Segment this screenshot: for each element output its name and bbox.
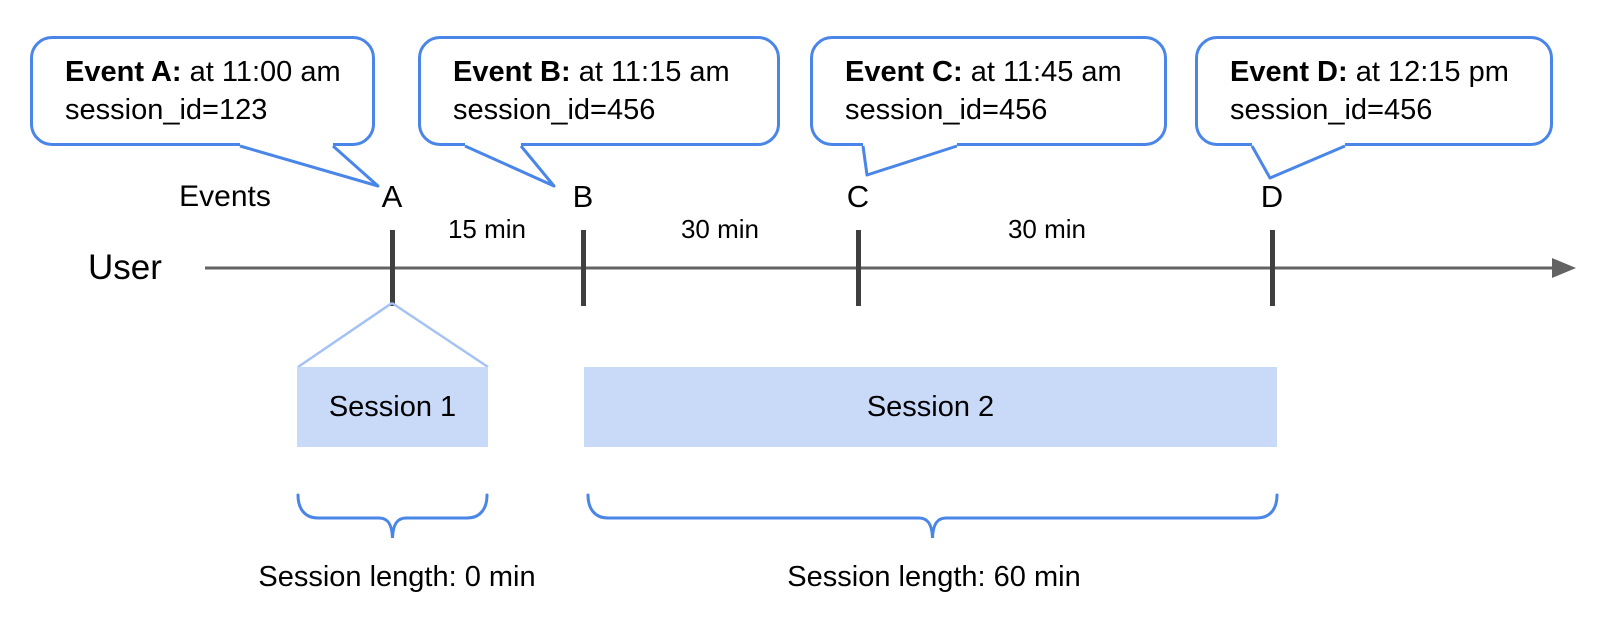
session-2-brace-icon — [586, 493, 1279, 539]
user-row-label: User — [88, 248, 162, 287]
event-marker-b: B — [572, 179, 594, 214]
event-tick-d — [1270, 230, 1275, 306]
callout-event-c: Event C: at 11:45 am session_id=456 — [810, 36, 1167, 146]
session-1-funnel-lines — [297, 301, 489, 369]
event-marker-d: D — [1260, 179, 1284, 214]
events-row-label: Events — [179, 180, 271, 213]
callout-event-b-title: Event B: — [453, 56, 571, 88]
callout-event-d-title: Event D: — [1230, 56, 1348, 88]
callout-event-d-line1: Event D: at 12:15 pm — [1230, 53, 1550, 91]
callout-tail-d-icon — [1250, 142, 1346, 180]
callout-event-c-title: Event C: — [845, 56, 963, 88]
event-marker-c: C — [846, 179, 870, 214]
callout-tail-b-icon — [464, 142, 556, 188]
interval-label-c-d: 30 min — [1007, 214, 1087, 244]
event-tick-a — [390, 230, 395, 306]
callout-event-d-time: at 12:15 pm — [1347, 56, 1509, 88]
callout-event-c-session-id: session_id=456 — [845, 94, 1048, 126]
callout-event-a-session-id: session_id=123 — [65, 94, 268, 126]
callout-event-a: Event A: at 11:00 am session_id=123 — [30, 36, 375, 146]
callout-tail-c-icon — [861, 142, 958, 177]
callout-event-a-title: Event A: — [65, 56, 182, 88]
event-tick-b — [581, 230, 586, 306]
event-marker-a: A — [381, 179, 403, 214]
callout-event-a-line1: Event A: at 11:00 am — [65, 53, 372, 91]
interval-label-b-c: 30 min — [680, 214, 760, 244]
callout-event-b-session-id: session_id=456 — [453, 94, 656, 126]
callout-event-d-session-id: session_id=456 — [1230, 94, 1433, 126]
session-1-label: Session 1 — [328, 391, 457, 423]
session-1-brace-icon — [296, 493, 489, 539]
callout-event-b-time: at 11:15 am — [570, 56, 730, 88]
callout-event-b-line1: Event B: at 11:15 am — [453, 53, 777, 91]
interval-label-a-b: 15 min — [447, 214, 527, 244]
callout-event-c-line1: Event C: at 11:45 am — [845, 53, 1164, 91]
session-2-length-label: Session length: 60 min — [787, 561, 1081, 593]
callout-event-c-time: at 11:45 am — [962, 56, 1122, 88]
session-2-box: Session 2 — [584, 367, 1277, 447]
event-tick-c — [856, 230, 861, 306]
callout-event-b: Event B: at 11:15 am session_id=456 — [418, 36, 780, 146]
callout-event-d: Event D: at 12:15 pm session_id=456 — [1195, 36, 1553, 146]
timeline-arrow — [205, 258, 1576, 278]
callout-tail-a-icon — [239, 142, 380, 188]
callout-event-a-time: at 11:00 am — [181, 56, 341, 88]
session-1-box: Session 1 — [297, 367, 488, 447]
session-1-length-label: Session length: 0 min — [258, 561, 536, 593]
session-2-label: Session 2 — [866, 391, 995, 423]
